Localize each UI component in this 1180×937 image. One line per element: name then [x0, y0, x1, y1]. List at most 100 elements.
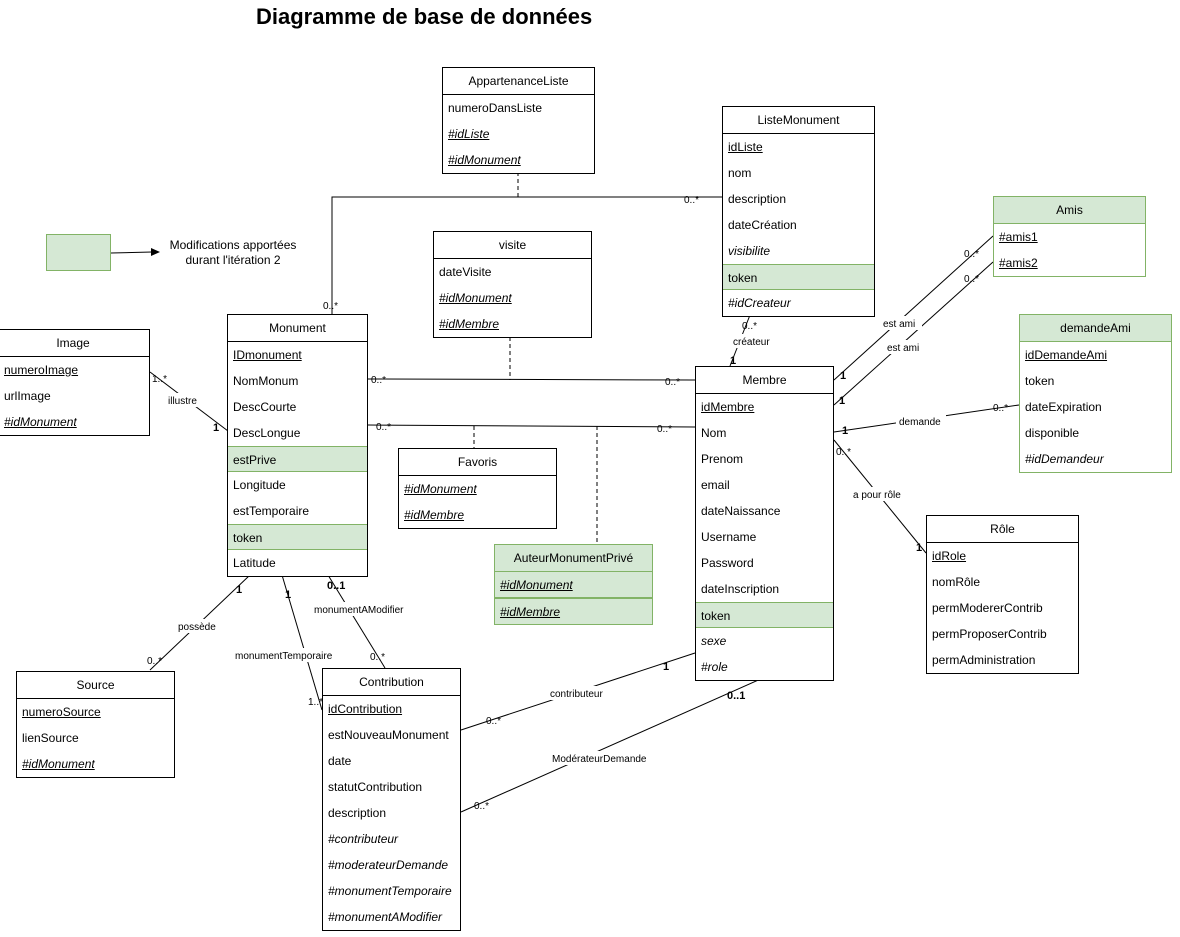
entity-attr: date [328, 754, 352, 768]
label-est-ami-1: est ami [883, 319, 915, 330]
mult-possede-source: 0..* [147, 656, 162, 667]
entity-attr: #moderateurDemande [328, 858, 449, 872]
legend-arrow-line [110, 251, 153, 254]
line-monument-amodifier [327, 574, 386, 669]
entity-header: Monument [228, 315, 367, 342]
entity-attr: idRole [932, 549, 967, 563]
entity-attr: #idCreateur [728, 296, 791, 310]
entity-contribution: Contribution idContribution estNouveauMo… [322, 668, 461, 931]
entity-header: ListeMonument [723, 107, 874, 134]
entity-attr: token [228, 524, 367, 550]
entity-attr: permAdministration [932, 653, 1036, 667]
entity-attr: IDmonument [233, 348, 302, 362]
mult-demande-membre: 1 [842, 425, 848, 437]
entity-membre: Membre idMembre Nom Prenom email dateNai… [695, 366, 834, 681]
mult-amis2-membre: 1 [839, 395, 845, 407]
entity-attr: numeroDansListe [448, 101, 543, 115]
entity-header: demandeAmi [1020, 315, 1171, 342]
line-monument-temporaire [281, 574, 323, 711]
mult-createur-liste: 0..* [742, 321, 757, 332]
relation-label-bg [880, 316, 922, 330]
mult-amod-monument: 0..1 [327, 580, 345, 592]
entity-header: Contribution [323, 669, 460, 696]
entity-attr: token [1025, 374, 1055, 388]
entity-attr: idDemandeAmi [1025, 348, 1108, 362]
label-possede: possède [178, 622, 216, 633]
entity-header: Favoris [399, 449, 556, 476]
line-visite [367, 378, 696, 381]
label-monument-temporaire: monumentTemporaire [235, 651, 333, 662]
relation-label-bg [166, 393, 202, 407]
entity-attr: idMembre [701, 400, 755, 414]
mult-visite-membre: 0..* [665, 377, 680, 388]
mult-amis1-amis: 0..* [964, 249, 979, 260]
entity-attr: permProposerContrib [932, 627, 1047, 641]
entity-attr: NomMonum [233, 374, 299, 388]
entity-attr: description [328, 806, 387, 820]
entity-attr: #idMonument [4, 415, 77, 429]
entity-attr: #amis2 [999, 256, 1038, 270]
entity-attr: Prenom [701, 452, 744, 466]
mult-moder-membre: 0..1 [727, 690, 745, 702]
entity-attr: description [728, 192, 787, 206]
label-est-ami-2: est ami [887, 343, 919, 354]
relation-label-bg [730, 334, 776, 348]
entity-attr: sexe [701, 634, 727, 648]
diagram-title: Diagramme de base de données [256, 4, 593, 29]
entity-image: Image numeroImage urlImage #idMonument [0, 329, 150, 436]
entity-attr: estTemporaire [233, 504, 310, 518]
entity-attr: token [723, 264, 874, 290]
entity-header: Image [0, 330, 149, 357]
mult-favoris-monument: 0..* [376, 422, 391, 433]
entity-attr: #idListe [448, 127, 490, 141]
legend-arrow-head [151, 248, 160, 256]
entity-attr: #contributeur [328, 832, 399, 846]
entity-attr: #idMembre [495, 598, 652, 624]
mult-createur-membre: 1 [730, 355, 736, 367]
label-contributeur: contributeur [550, 689, 603, 700]
mult-possede-monument: 1 [236, 584, 242, 596]
entity-appartenanceliste: AppartenanceListe numeroDansListe #idLis… [442, 67, 595, 174]
mult-temp-monument: 1 [285, 589, 291, 601]
legend-text: Modifications apportées durant l'itérati… [169, 238, 297, 267]
entity-attr: idListe [728, 140, 763, 154]
entity-attr: email [701, 478, 730, 492]
entity-attr: dateNaissance [701, 504, 781, 518]
entity-attr: statutContribution [328, 780, 423, 794]
entity-attr: dateCréation [728, 218, 797, 232]
relation-label-bg [175, 619, 221, 633]
entity-source: Source numeroSource lienSource #idMonume… [16, 671, 175, 778]
mult-role-membre: 0..* [836, 447, 851, 458]
relation-label-bg [896, 414, 946, 428]
entity-attr: #idMonument [448, 153, 521, 167]
mult-contrib-membre: 1 [663, 661, 669, 673]
entity-attr: numeroImage [4, 363, 79, 377]
entity-attr: token [696, 602, 833, 628]
entity-attr: nom [728, 166, 752, 180]
entity-attr: #idMembre [439, 317, 500, 331]
entity-attr: #idDemandeur [1025, 452, 1104, 466]
label-moderateur: ModérateurDemande [552, 754, 647, 765]
mult-amis2-amis: 0..* [964, 274, 979, 285]
entity-attr: urlImage [4, 389, 51, 403]
entity-attr: #idMonument [495, 572, 652, 598]
mult-favoris-membre: 0..* [657, 424, 672, 435]
entity-attr: idContribution [328, 702, 403, 716]
entity-attr: Password [701, 556, 754, 570]
entity-favoris: Favoris #idMonument #idMembre [398, 448, 557, 529]
entity-amis: Amis #amis1 #amis2 [993, 196, 1146, 277]
line-amis1 [833, 235, 994, 381]
mult-moder-contribution: 0..* [474, 801, 489, 812]
entity-listemonument: ListeMonument idListe nom description da… [722, 106, 875, 317]
entity-attr: numeroSource [22, 705, 101, 719]
entity-demandeami: demandeAmi idDemandeAmi token dateExpira… [1019, 314, 1172, 473]
entity-attr: disponible [1025, 426, 1080, 440]
entity-header: Membre [696, 367, 833, 394]
entity-attr: estPrive [228, 446, 367, 472]
entity-header: AuteurMonumentPrivé [495, 545, 652, 572]
entity-attr: dateExpiration [1025, 400, 1102, 414]
entity-header: visite [434, 232, 591, 259]
entity-attr: DescCourte [233, 400, 297, 414]
entity-attr: dateInscription [701, 582, 780, 596]
